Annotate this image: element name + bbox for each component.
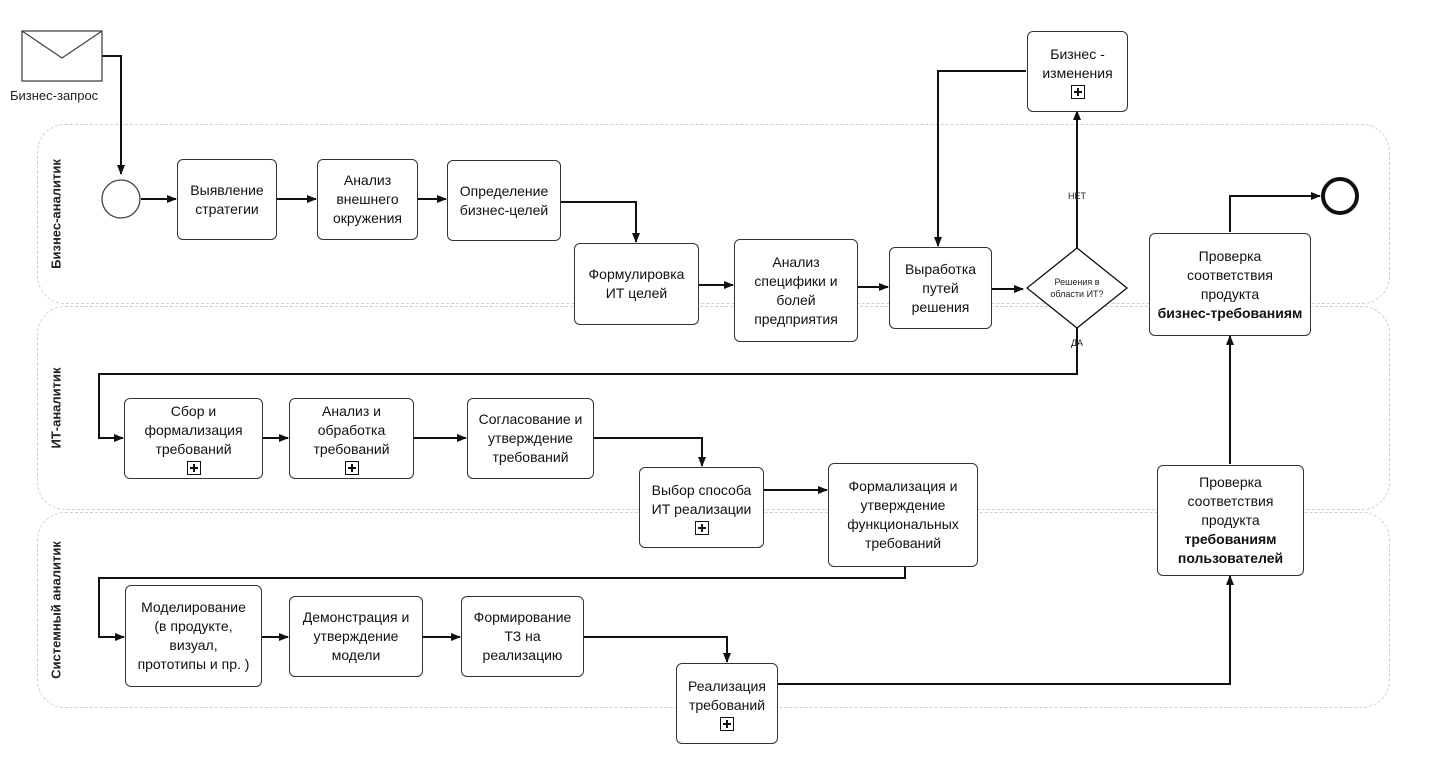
task-spec[interactable]: Формирование ТЗ на реализацию (461, 596, 584, 677)
lane-business-analyst (37, 124, 1390, 304)
task-analyze-requirements[interactable]: Анализ и обработка требований (289, 398, 414, 479)
expand-subprocess-icon[interactable] (1070, 84, 1085, 99)
task-check-business[interactable]: Проверка соответствия продукта бизнес-тр… (1149, 233, 1311, 336)
task-text: Сбор и формализация требований (144, 403, 243, 457)
flow-message-to-start (102, 55, 125, 175)
task-text: Бизнес - изменения (1042, 45, 1113, 81)
gateway-no-label: НЕТ (1068, 191, 1086, 201)
task-strategy[interactable]: Выявление стратегии (177, 159, 277, 240)
task-business-goals[interactable]: Определение бизнес-целей (447, 160, 561, 241)
task-text: Проверка соответствия продукта (1187, 247, 1273, 302)
task-functional-requirements[interactable]: Формализация и утверждение функциональны… (828, 463, 978, 567)
flow-gateway-yes (98, 328, 1078, 442)
task-implementation[interactable]: Реализация требований (676, 663, 778, 744)
flow-goals-to-itgoals (561, 201, 640, 243)
task-text: Анализ специфики и болей предприятия (754, 253, 838, 327)
task-solution-paths[interactable]: Выработка путей решения (889, 247, 992, 329)
task-enterprise-analysis[interactable]: Анализ специфики и болей предприятия (734, 239, 858, 342)
envelope-icon (21, 30, 103, 82)
task-business-changes[interactable]: Бизнес - изменения (1027, 31, 1128, 112)
task-text: Формализация и утверждение функциональны… (847, 478, 959, 551)
task-demo[interactable]: Демонстрация и утверждение модели (289, 596, 423, 677)
task-text: Выработка путей решения (904, 260, 977, 315)
flow-impl-to-check-users (778, 575, 1234, 685)
task-text: Проверка соответствия продукта (1187, 474, 1274, 528)
flow-func-to-modeling (98, 567, 906, 641)
task-text: Определение бизнес-целей (459, 182, 549, 218)
task-choose-method[interactable]: Выбор способа ИТ реализации (639, 467, 764, 548)
task-text-bold: бизнес-требованиям (1157, 304, 1303, 321)
expand-subprocess-icon[interactable] (344, 461, 359, 475)
task-text: Демонстрация и утверждение модели (302, 609, 410, 663)
task-check-users[interactable]: Проверка соответствия продукта требовани… (1157, 465, 1304, 576)
task-approve-requirements[interactable]: Согласование и утверждение требований (467, 398, 594, 479)
flow-spec-to-impl (584, 636, 731, 663)
expand-subprocess-icon[interactable] (720, 716, 734, 731)
expand-subprocess-icon[interactable] (186, 461, 201, 475)
start-event (101, 179, 141, 219)
start-message-label: Бизнес-запрос (10, 88, 99, 103)
task-text: Моделирование (в продукте, визуал, прото… (137, 599, 250, 672)
task-text: Анализ и обработка требований (313, 403, 390, 457)
task-text: Выбор способа ИТ реализации (651, 481, 752, 517)
end-event (1321, 177, 1359, 215)
task-text: Согласование и утверждение требований (478, 411, 583, 465)
flow-check-business-to-end (1229, 192, 1321, 232)
gateway-diamond (1025, 247, 1129, 329)
task-text: Анализ внешнего окружения (333, 172, 402, 226)
task-text: Формирование ТЗ на реализацию (473, 609, 572, 663)
task-text: Формулировка ИТ целей (588, 266, 685, 301)
task-text-bold: требованиям пользователей (1177, 531, 1284, 566)
task-it-goals[interactable]: Формулировка ИТ целей (574, 243, 699, 325)
task-collect-requirements[interactable]: Сбор и формализация требований (124, 398, 263, 479)
flow-approve-to-choose (594, 437, 706, 467)
task-text: Реализация требований (688, 677, 766, 713)
task-env-analysis[interactable]: Анализ внешнего окружения (317, 159, 418, 240)
task-modeling[interactable]: Моделирование (в продукте, визуал, прото… (125, 585, 262, 687)
gateway-yes-label: ДА (1070, 338, 1084, 348)
flow-business-changes-to-solutions (934, 70, 1026, 247)
gateway-question: Решения в области ИТ? (1050, 277, 1104, 299)
expand-subprocess-icon[interactable] (694, 520, 709, 535)
task-text: Выявление стратегии (190, 181, 264, 217)
